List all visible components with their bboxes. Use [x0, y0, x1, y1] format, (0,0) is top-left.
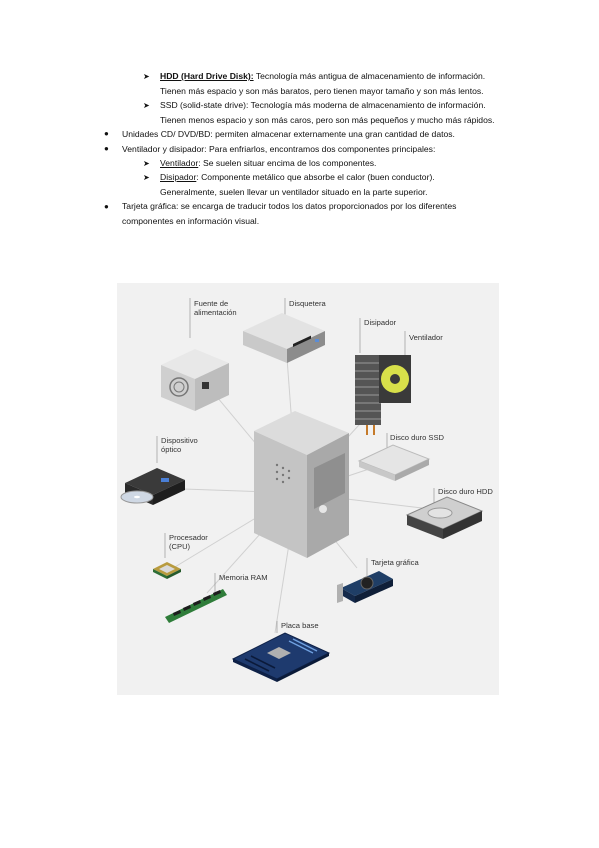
hdd-desc: Tecnología más antigua de almacenamiento…	[253, 71, 486, 81]
diagram-graphics	[120, 298, 484, 682]
arrow-bullet-icon: ➤	[143, 72, 150, 81]
ventilador-label: Ventilador	[160, 158, 199, 168]
disipador-line2: Generalmente, suelen llevar un ventilado…	[160, 187, 428, 197]
label-optico: Dispositivo óptico	[161, 436, 198, 454]
ventilador-desc: : Se suelen situar encima de los compone…	[198, 158, 377, 168]
power-supply	[161, 349, 229, 411]
ventilador-line: Ventilador: Se suelen situar encima de l…	[160, 158, 376, 169]
label-ticks	[156, 298, 435, 633]
optical-drive	[120, 468, 185, 505]
arrow-bullet-icon: ➤	[143, 173, 150, 182]
arrow-bullet-icon: ➤	[143, 101, 150, 110]
label-disquetera: Disquetera	[289, 299, 326, 308]
hdd-drive	[405, 496, 484, 539]
label-fuente: Fuente de alimentación	[194, 299, 237, 317]
computer-components-diagram: Fuente de alimentación Disquetera Disipa…	[117, 283, 499, 695]
arrow-bullet-icon: ➤	[143, 159, 150, 168]
label-ram: Memoria RAM	[219, 573, 268, 582]
pc-tower	[254, 411, 349, 558]
dot-bullet-icon: ●	[104, 129, 109, 138]
label-disipador: Disipador	[364, 318, 397, 327]
tarjeta-line2: componentes en información visual.	[122, 216, 260, 226]
label-grafica: Tarjeta gráfica	[371, 558, 419, 567]
ssd-desc: Tecnología más moderna de almacenamiento…	[248, 100, 486, 110]
disipador-label: Disipador	[160, 172, 197, 182]
ram-module	[165, 589, 227, 623]
ssd-line: SSD (solid-state drive): Tecnología más …	[160, 100, 486, 111]
ssd-line2: Tienen menos espacio y son más caros, pe…	[160, 115, 495, 125]
motherboard	[231, 632, 331, 682]
label-cpu: Procesador (CPU)	[169, 533, 208, 551]
label-placa: Placa base	[281, 621, 319, 630]
vent-line: Ventilador y disipador: Para enfriarlos,…	[122, 144, 436, 154]
graphics-card	[337, 571, 393, 603]
hdd-line2: Tienen más espacio y son más baratos, pe…	[160, 86, 484, 96]
cpu-chip	[153, 562, 181, 579]
cd-line: Unidades CD/ DVD/BD: permiten almacenar …	[122, 129, 455, 139]
floppy-drive	[243, 313, 325, 363]
dot-bullet-icon: ●	[104, 202, 109, 211]
dot-bullet-icon: ●	[104, 144, 109, 153]
label-hdd: Disco duro HDD	[438, 487, 493, 496]
disipador-line: Disipador: Componente metálico que absor…	[160, 172, 435, 183]
disipador-desc: : Componente metálico que absorbe el cal…	[196, 172, 435, 182]
hdd-label: HDD (Hard Drive Disk):	[160, 71, 254, 81]
label-ssd: Disco duro SSD	[390, 433, 445, 442]
ssd-label: SSD (solid-state drive):	[160, 100, 249, 110]
hdd-line: HDD (Hard Drive Disk): Tecnología más an…	[160, 71, 485, 82]
ssd-drive	[357, 444, 431, 481]
cpu-cooler	[355, 355, 411, 435]
label-ventilador: Ventilador	[409, 333, 443, 342]
tarjeta-line1: Tarjeta gráfica: se encarga de traducir …	[122, 201, 457, 211]
